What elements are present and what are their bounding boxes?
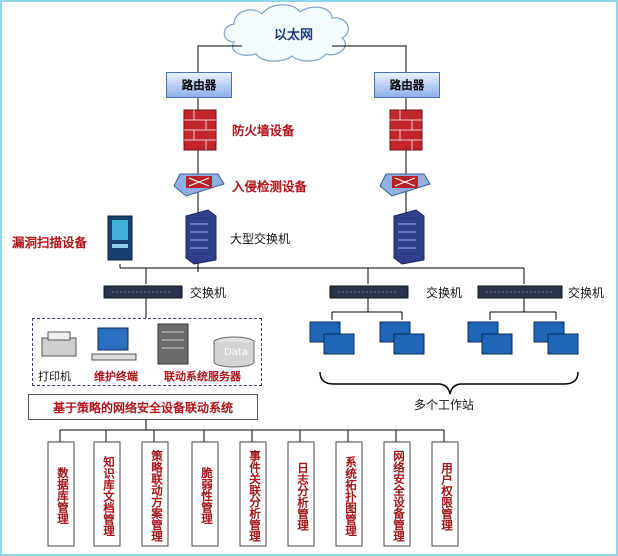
router-right: 路由器 xyxy=(374,72,440,98)
firewall-left-shape xyxy=(183,109,217,151)
maintenance-label: 维护终端 xyxy=(94,370,138,383)
module-boxes xyxy=(47,441,459,547)
switch-label-mid: 交换机 xyxy=(426,286,463,300)
module-event-correlation: 事件关联分析管理 xyxy=(248,450,262,542)
module-database: 数据库管理 xyxy=(56,467,70,525)
switch-right-shape xyxy=(477,285,563,299)
linkage-group-box xyxy=(32,318,262,386)
ids-right-shape xyxy=(379,173,431,197)
ids-label: 入侵检测设备 xyxy=(232,179,308,194)
module-policy-linkage: 策略联动方案管理 xyxy=(150,450,164,542)
core-switch-label: 大型交换机 xyxy=(230,232,291,246)
printer-shape xyxy=(41,331,77,357)
firewall-label: 防火墙设备 xyxy=(232,123,295,138)
switch-left-shape xyxy=(103,285,183,299)
ethernet-label: 以太网 xyxy=(274,28,314,43)
server-label: 联动系统服务器 xyxy=(164,370,241,383)
core-switch-left-shape xyxy=(185,209,217,265)
module-security-devices: 网络安全设备管理 xyxy=(392,450,406,542)
module-vulnerability: 脆弱性管理 xyxy=(200,467,214,525)
firewall-right-shape xyxy=(389,109,423,151)
module-user-permissions: 用户权限管理 xyxy=(440,461,454,531)
workstation-monitors xyxy=(309,321,579,355)
ids-left-shape xyxy=(173,173,225,197)
data-cylinder-shape xyxy=(213,336,255,368)
data-label: Data xyxy=(224,347,248,358)
maintenance-terminal-shape xyxy=(91,327,137,361)
workstation-lines xyxy=(331,298,557,320)
module-knowledge-base: 知识库文档管理 xyxy=(102,455,116,537)
system-title: 基于策略的网络安全设备联动系统 xyxy=(28,394,258,420)
core-switch-right-shape xyxy=(393,209,425,265)
router-left: 路由器 xyxy=(166,72,232,98)
ethernet-cloud xyxy=(223,4,349,62)
server-shape xyxy=(157,323,189,365)
module-ticks xyxy=(59,430,445,442)
switch-label-right: 交换机 xyxy=(568,286,605,300)
module-topology: 系统拓扑图管理 xyxy=(344,455,358,537)
scanner-shape xyxy=(107,215,133,261)
switch-mid-shape xyxy=(329,285,409,299)
workstations-label: 多个工作站 xyxy=(414,398,475,412)
printer-label: 打印机 xyxy=(38,370,71,383)
module-log-analysis: 日志分析管理 xyxy=(296,461,310,531)
scanner-label: 漏洞扫描设备 xyxy=(12,235,88,250)
switch-label-left: 交换机 xyxy=(190,286,227,300)
